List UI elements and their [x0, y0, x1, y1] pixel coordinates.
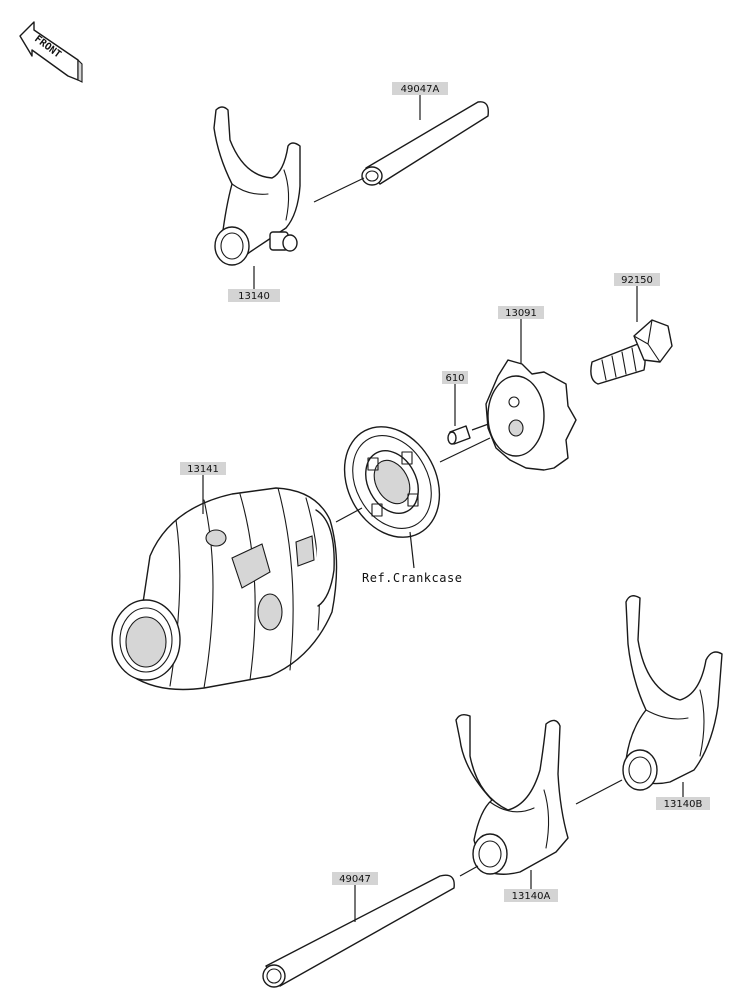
shaft-49047A	[313, 101, 489, 203]
label-13140: 13140	[228, 266, 280, 302]
shift-fork-13140B	[575, 595, 723, 805]
shift-drum-13141	[111, 487, 338, 691]
label-49047A: 49047A	[392, 82, 448, 120]
svg-text:13140A: 13140A	[512, 891, 551, 902]
svg-text:13141: 13141	[187, 464, 219, 475]
shift-fork-13140	[213, 106, 301, 266]
bolt-92150	[590, 319, 673, 385]
label-610: 610	[442, 371, 468, 426]
svg-text:13140: 13140	[238, 291, 270, 302]
front-arrow-icon: FRONT	[19, 21, 83, 83]
svg-text:Ref.Crankcase: Ref.Crankcase	[362, 571, 462, 585]
cam-plate-13091	[485, 359, 577, 471]
label-13140B: 13140B	[656, 782, 710, 810]
label-49047: 49047	[332, 872, 378, 922]
bearing	[335, 426, 441, 569]
shaft-49047	[262, 865, 479, 988]
svg-text:49047A: 49047A	[401, 84, 440, 95]
svg-text:610: 610	[445, 373, 464, 384]
svg-text:92150: 92150	[621, 275, 653, 286]
svg-text:49047: 49047	[339, 874, 371, 885]
label-ref-crankcase: Ref.Crankcase	[362, 571, 462, 585]
label-13141: 13141	[180, 462, 226, 514]
label-92150: 92150	[614, 273, 660, 322]
svg-text:13140B: 13140B	[664, 799, 703, 810]
shift-fork-13140A	[455, 713, 569, 875]
pin-610	[439, 421, 495, 463]
svg-text:13091: 13091	[505, 308, 537, 319]
label-13091: 13091	[498, 306, 544, 364]
label-13140A: 13140A	[504, 870, 558, 902]
